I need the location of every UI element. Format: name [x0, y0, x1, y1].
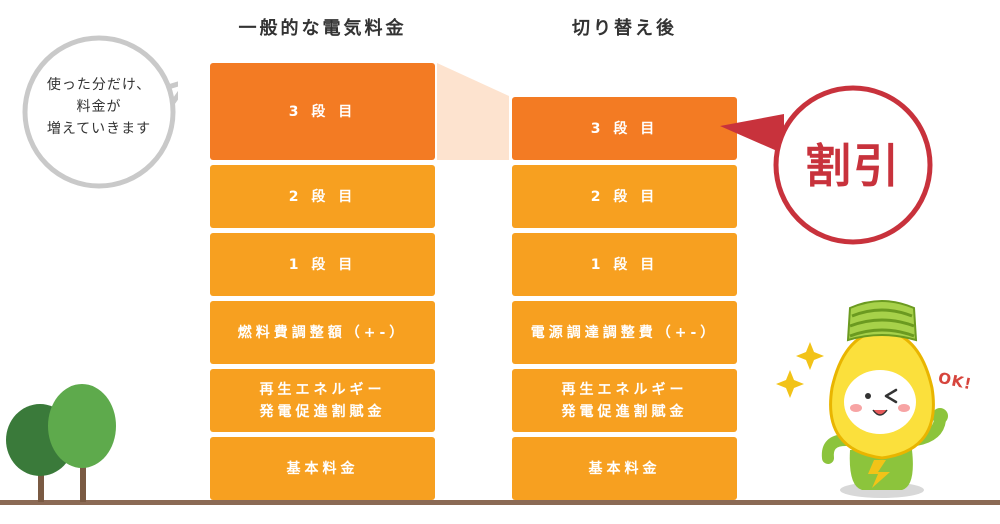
- usage-bubble-line: 増えていきます: [46, 121, 152, 137]
- right-renewable-surcharge-block: 再生エネルギー発電促進割賦金: [512, 369, 737, 432]
- usage-speech-bubble: [22, 35, 178, 189]
- right-column-title: 切り替え後: [572, 18, 677, 39]
- block-label-line: 2 段 目: [288, 188, 357, 205]
- block-label-line: 発電促進割賦金: [561, 403, 688, 420]
- discount-label: 割引: [805, 139, 901, 193]
- left-base-charge-block: 基本料金: [210, 437, 435, 500]
- lightbulb-mascot-illustration: [776, 300, 948, 498]
- block-label-line: 再生エネルギー: [259, 381, 386, 398]
- block-label-line: 3 段 目: [590, 120, 659, 137]
- left-fuel-adjustment-block: 燃料費調整額（+-）: [210, 301, 435, 364]
- right-base-charge-block: 基本料金: [512, 437, 737, 500]
- block-label-line: 燃料費調整額（+-）: [237, 324, 408, 341]
- block-label-line: 基本料金: [588, 460, 661, 477]
- right-tier-1-block: 1 段 目: [512, 233, 737, 296]
- ground-strip: [0, 500, 1000, 524]
- right-tier-2-block: 2 段 目: [512, 165, 737, 228]
- right-tier-3-block: 3 段 目: [512, 97, 737, 160]
- block-label-line: 2 段 目: [590, 188, 659, 205]
- left-column-title: 一般的な電気料金: [238, 18, 407, 39]
- block-label-line: 電源調達調整費（+-）: [530, 324, 719, 341]
- left-tier-2-block: 2 段 目: [210, 165, 435, 228]
- block-label-line: 発電促進割賦金: [259, 403, 386, 420]
- block-label-line: 3 段 目: [288, 103, 357, 120]
- block-label-line: 1 段 目: [288, 256, 357, 273]
- block-label-line: 基本料金: [286, 460, 359, 477]
- block-label-line: 再生エネルギー: [561, 381, 688, 398]
- left-tier-1-block: 1 段 目: [210, 233, 435, 296]
- block-label-line: 1 段 目: [590, 256, 659, 273]
- reduction-connector: [437, 63, 509, 160]
- usage-bubble-line: 使った分だけ、: [46, 77, 152, 93]
- usage-bubble-line: 料金が: [76, 99, 122, 115]
- trees-illustration: [6, 384, 116, 502]
- left-renewable-surcharge-block: 再生エネルギー発電促進割賦金: [210, 369, 435, 432]
- left-tier-3-block: 3 段 目: [210, 63, 435, 160]
- discount-speech-bubble: [720, 85, 933, 245]
- usage-bubble-text: 使った分だけ、 料金が 増えていきます: [22, 74, 176, 140]
- right-power-procurement-block: 電源調達調整費（+-）: [512, 301, 737, 364]
